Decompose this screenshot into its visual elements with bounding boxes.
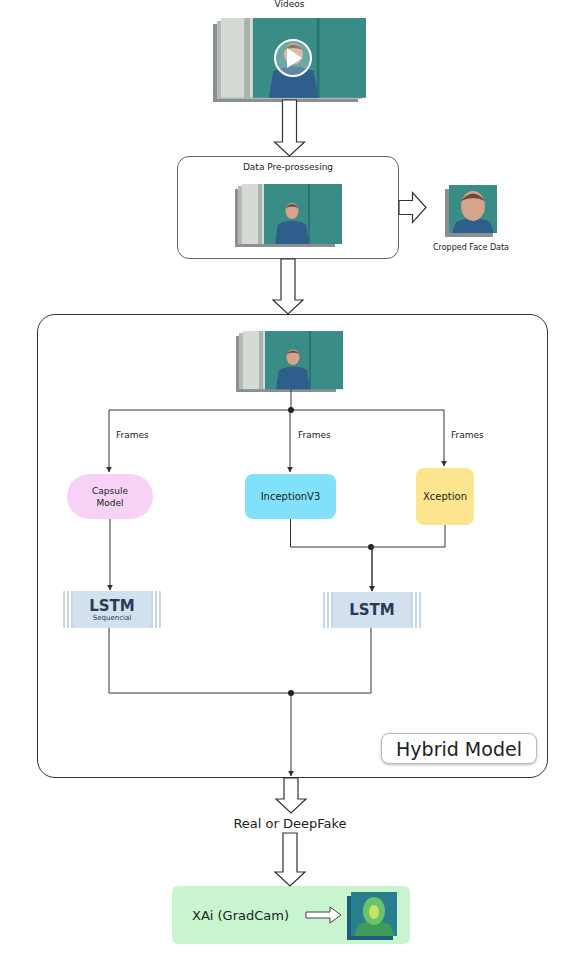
wire-arrow (290, 410, 291, 472)
heatmap-hotspot (369, 905, 379, 919)
node-box: Videos (213, 0, 366, 100)
branch-lines (109, 389, 444, 776)
video-thumbnail (213, 18, 366, 102)
flow-arrow (372, 525, 445, 591)
play-button (275, 40, 311, 76)
wire-arrow (109, 410, 110, 472)
node-box: Capsule Model (67, 474, 153, 519)
wire-arrow (291, 693, 292, 776)
branch-label: Frames (298, 430, 331, 440)
branch-label: Frames (116, 430, 149, 440)
face-hair (461, 194, 485, 202)
node-box: InceptionV3 (245, 474, 336, 519)
flow-arrow (110, 519, 111, 590)
video-frame (242, 184, 342, 244)
node-text: LSTM (89, 598, 135, 614)
wire (109, 627, 291, 693)
node-text: LSTM (349, 602, 395, 618)
hollow-arrow (275, 833, 305, 886)
node-text: Hybrid Model (381, 733, 537, 764)
node-text: Data Pre-prossesing (243, 162, 333, 173)
hollow-arrow (275, 100, 305, 156)
junction-dot (368, 544, 374, 550)
video-frame (243, 331, 343, 389)
face-frame (449, 185, 497, 233)
node-box: XAi (GradCam) (172, 886, 410, 944)
gradcam-image (347, 892, 397, 940)
junction-dot (288, 690, 294, 696)
node-box: Cropped Face Data (426, 183, 516, 253)
node-box: Data Pre-prossesing (177, 156, 399, 259)
junction-dot (288, 407, 294, 413)
wire (291, 627, 371, 693)
node-text: Real or DeepFake (233, 816, 346, 831)
video-frame (221, 18, 366, 98)
heatmap-frame (351, 892, 397, 936)
frame-stack (235, 184, 342, 247)
gradcam-arrow (306, 907, 341, 923)
branch-label: Frames (451, 430, 484, 440)
frame-stack (236, 331, 343, 392)
hollow-arrow (399, 193, 426, 223)
heatmap-head (363, 897, 385, 925)
node-text: Cropped Face Data (433, 243, 509, 253)
wire (291, 389, 292, 410)
node-text: XAi (GradCam) (192, 908, 289, 923)
hollow-arrow (306, 907, 341, 923)
wire (109, 410, 444, 411)
node-text: Sequencial (93, 614, 131, 622)
node-box: Xception (416, 468, 474, 525)
heatmap-body (354, 921, 394, 936)
node-box: Hybrid Model Capsule Model InceptionV3 Xcep… (37, 314, 548, 778)
node-box: Real or DeepFake (215, 813, 365, 833)
node-text: Xception (423, 491, 467, 502)
play-icon (287, 48, 302, 68)
node-text: Capsule Model (85, 485, 135, 509)
node-box: LSTMSequencial (63, 591, 161, 628)
node-box: LSTM (323, 592, 421, 628)
cropped-face (445, 185, 497, 237)
hollow-arrow (276, 778, 306, 813)
face-head (461, 191, 485, 221)
node-text: Videos (275, 0, 305, 10)
wire-arrow (444, 410, 445, 466)
flow-arrow (291, 519, 373, 591)
hollow-arrow (273, 259, 303, 314)
frame-shadow (347, 896, 393, 940)
node-text: InceptionV3 (261, 491, 321, 502)
